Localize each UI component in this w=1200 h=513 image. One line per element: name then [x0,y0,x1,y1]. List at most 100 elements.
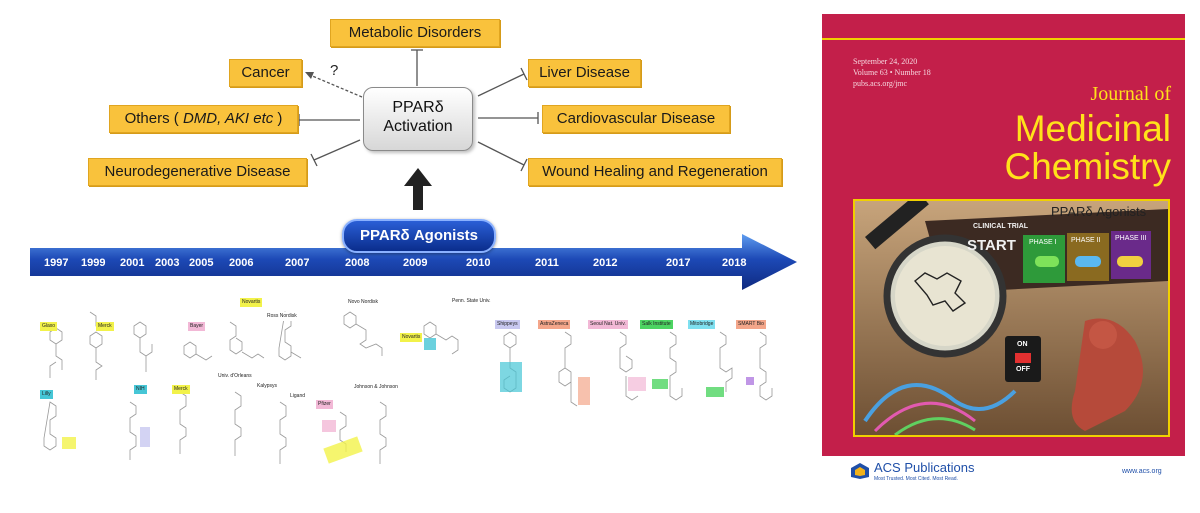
timeline-year: 1999 [81,257,106,269]
cover-top-band [822,14,1185,40]
highlight-mark [62,437,76,449]
timeline-year: 2001 [120,257,145,269]
timeline-year: 2012 [593,257,618,269]
journal-title-line1: Medicinal [1014,108,1171,149]
highlight-mark [424,338,436,350]
issue-date: September 24, 2020 [853,57,918,66]
compound-tag: Seoul Nat. Univ. [588,320,628,329]
structure-sketch [179,391,187,454]
journal-title-small: Journal of [1090,83,1171,105]
activation-line2: Activation [383,118,453,135]
question-mark: ? [330,62,339,79]
wound-healing-box: Wound Healing and Regeneration [528,158,782,186]
compound-tag: Johnson & Johnson [352,383,400,392]
cardiovascular-disease-box: Cardiovascular Disease [542,105,730,133]
compound-tag: SMART Bio [736,320,766,329]
structure-sketch [669,331,683,401]
highlight-mark [323,436,363,464]
artwork-phase3: PHASE III [1115,235,1147,242]
timeline-arrow [30,234,797,290]
artwork-phase1: PHASE I [1029,239,1057,246]
highlight-mark [500,362,522,392]
artwork-illustration [855,201,1168,435]
compound-tag: Kalypsys [255,382,280,391]
timeline-year: 1997 [44,257,69,269]
acs-logo-icon [851,463,869,479]
timeline-year: 2010 [466,257,491,269]
neurodegenerative-disease-box: Neurodegenerative Disease [88,158,307,186]
artwork-switch-on: ON [1017,341,1028,348]
publisher-tagline: Most Trusted. Most Cited. Most Read. [874,476,958,482]
structure-sketch [129,401,137,460]
publisher-name: ACS Publications [874,460,975,475]
highlight-mark [706,387,724,397]
structure-sketch [343,311,383,356]
highlight-mark [578,377,590,405]
timeline-year: 2003 [155,257,180,269]
structure-sketch [133,321,153,372]
compound-tag: Merck [172,385,190,394]
others-examples: DMD, AKI etc [182,110,274,127]
compound-tag: Novartis [240,298,263,307]
others-prefix: Others ( [124,110,183,127]
liver-disease-box: Liver Disease [528,59,641,87]
journal-title-line2: Chemistry [1004,146,1171,187]
compound-tag: Univ. d'Orleans [216,372,254,381]
ppar-activation-node: PPARδ Activation [363,87,473,151]
timeline-year: 2005 [189,257,214,269]
structure-sketch [183,341,213,361]
compound-tag: AstraZeneca [538,320,571,329]
timeline-year: 2011 [535,257,559,269]
structure-sketch [719,331,733,392]
compound-tag: Mitobridge [688,320,716,329]
diagram-connectors [298,49,539,210]
compound-tag: Salk Institute [640,320,673,329]
compound-tag: Penn. State Univ. [450,297,493,306]
structure-sketch [229,321,265,359]
structure-sketch [43,401,57,451]
metabolic-disorders-box: Metabolic Disorders [330,19,500,47]
structure-sketch [279,401,287,464]
compound-tag: Ligand [288,392,308,401]
highlight-mark [628,377,646,391]
activation-line1: PPARδ [392,99,444,116]
compound-tag: Lilly [40,390,53,399]
artwork-heading: PPARδ Agonists [1051,204,1147,219]
issue-volume: Volume 63 • Number 18 [853,68,931,77]
timeline-year: 2006 [229,257,254,269]
structure-sketch [278,311,302,361]
timeline-year: 2007 [285,257,310,269]
ppar-agonists-label: PPARδ Agonists [342,219,496,253]
journal-url: pubs.acs.org/jmc [853,79,908,88]
cover-artwork: PPARδ Agonists CLINICAL TRIAL START PHAS… [853,199,1170,437]
compound-structures [43,311,773,464]
compound-tag: Bayer [188,322,206,331]
compound-tag: Novartis [400,333,423,342]
others-box: Others ( DMD, AKI etc ) [109,105,298,133]
compound-tag: NIH [134,385,147,394]
highlight-mark [652,379,668,389]
highlight-mark [140,427,150,447]
compound-tag: Ross Nordisk [265,312,299,321]
compound-tag: Novo Nordisk [346,298,381,307]
compound-tag: Shippeys [495,320,520,329]
structure-sketch [619,331,639,401]
artwork-switch-off: OFF [1016,366,1030,373]
timeline-year: 2008 [345,257,370,269]
structure-sketch [234,391,242,456]
compound-tag: Pfizer [316,400,333,409]
highlight-mark [322,420,336,432]
timeline-year: 2017 [666,257,691,269]
structure-sketch [558,331,578,407]
others-suffix: ) [273,110,283,127]
structure-sketch [379,401,387,464]
artwork-start: START [967,237,1016,254]
timeline-year: 2009 [403,257,428,269]
cancer-box: Cancer [229,59,302,87]
highlight-mark [746,377,754,385]
compound-tag: Glaxo [40,322,58,331]
structure-sketch [49,327,63,378]
timeline-year: 2018 [722,257,747,269]
artwork-phase2: PHASE II [1071,237,1101,244]
artwork-clinical-trial: CLINICAL TRIAL [973,223,1029,230]
